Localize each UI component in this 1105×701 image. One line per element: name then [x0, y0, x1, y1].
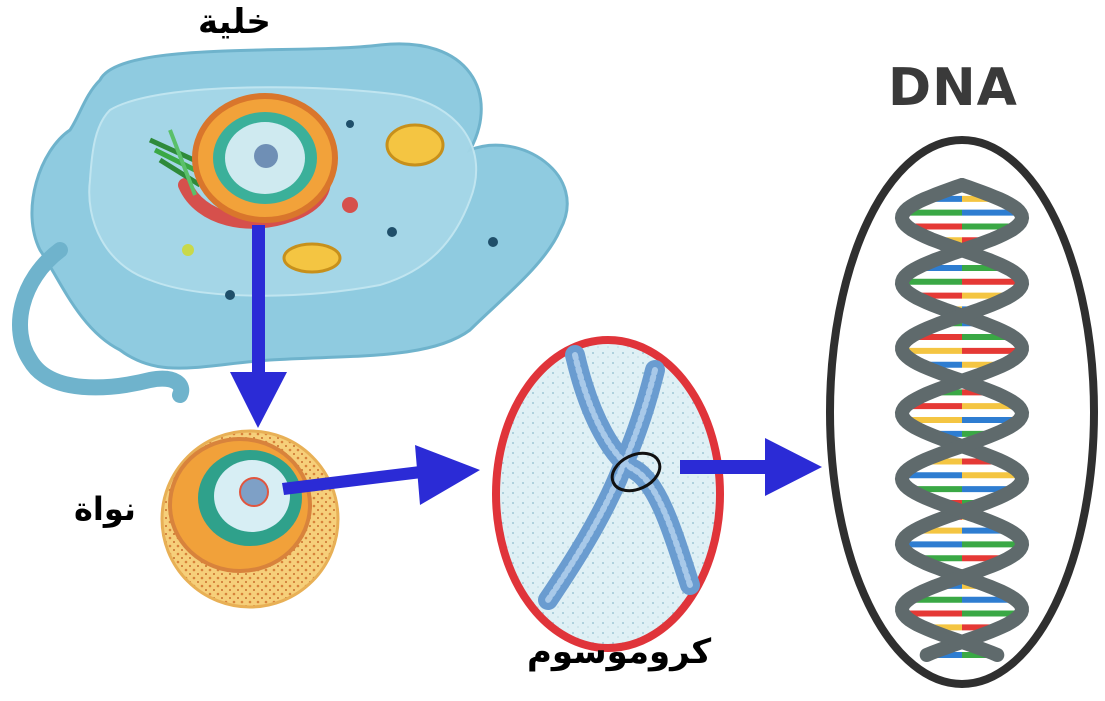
label-dna: DNA	[888, 58, 1018, 118]
cell-illustration	[20, 44, 567, 395]
cell-nucleus	[195, 96, 335, 220]
mitochondrion	[387, 125, 443, 165]
vesicle	[342, 197, 358, 213]
nucleus-illustration	[162, 431, 338, 607]
vesicle	[346, 120, 354, 128]
dna-illustration	[830, 140, 1094, 684]
mitochondrion	[284, 244, 340, 272]
label-nucleus: نواة	[74, 490, 136, 528]
label-cell: خلية	[198, 2, 271, 42]
vesicle	[387, 227, 397, 237]
vesicle	[225, 290, 235, 300]
nucleolus	[240, 478, 268, 506]
chromosome-illustration	[496, 340, 720, 648]
vesicle	[182, 244, 194, 256]
vesicle	[488, 237, 498, 247]
label-chromosome: كروموسوم	[527, 632, 711, 672]
dna-helix	[902, 185, 1022, 655]
